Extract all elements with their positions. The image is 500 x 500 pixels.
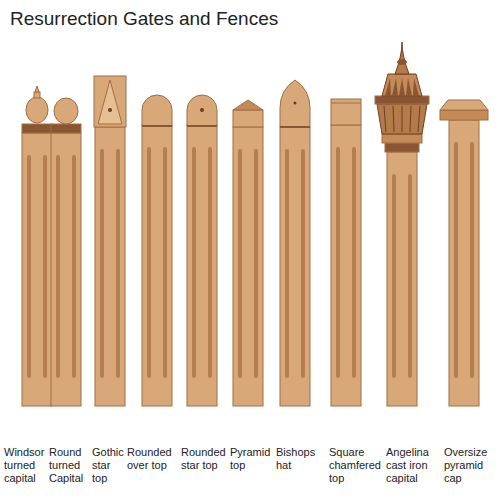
fence-post	[280, 80, 310, 406]
post-caption: Square chamfered top	[329, 446, 381, 485]
post-caption: Rounded over top	[127, 446, 177, 472]
fence-post	[375, 42, 429, 406]
post-caption: Pyramid top	[230, 446, 272, 472]
fence-post	[187, 95, 217, 406]
fence-post	[142, 95, 172, 406]
fence-post	[233, 100, 263, 406]
post-caption: Oversize pyramid cap	[444, 446, 496, 485]
post-caption: Rounded star top	[181, 446, 227, 472]
post-caption: Round turned Capital	[49, 446, 91, 485]
fence-post	[331, 99, 361, 406]
post-caption: Angelina cast iron capital	[386, 446, 436, 485]
page-title: Resurrection Gates and Fences	[10, 8, 278, 30]
fence-post	[51, 98, 81, 406]
fence-post	[440, 100, 488, 406]
fence-post	[22, 86, 52, 406]
post-caption: Windsor turned capital	[4, 446, 48, 485]
post-caption: Gothic star top	[92, 446, 125, 485]
fence-post	[94, 76, 126, 406]
post-caption: Bishops hat	[276, 446, 320, 472]
